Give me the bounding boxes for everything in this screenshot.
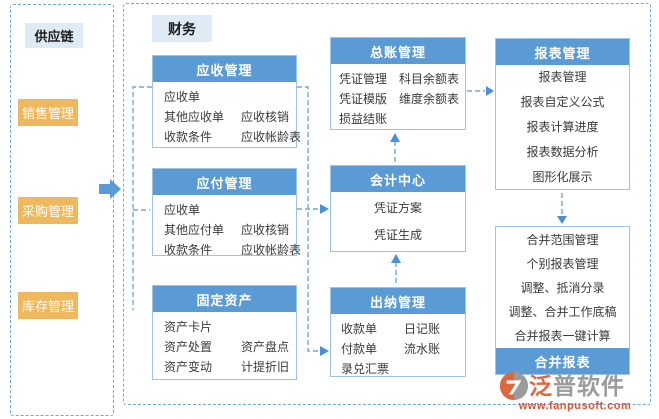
module-consolidated-reports: 合并范围管理 个别报表管理 调整、抵消分录 调整、合并工作底稿 合并报表一键计算… bbox=[495, 226, 630, 375]
module-title: 出纳管理 bbox=[331, 288, 465, 314]
module-item: 凭证方案 bbox=[373, 200, 422, 215]
module-item: 科目余额表 bbox=[399, 72, 460, 86]
module-body: 资产卡片 资产处置 资产盘点 资产变动 计提折旧 bbox=[153, 312, 296, 377]
module-receivables: 应收管理 应收单 其他应收单 应收核销 收款条件 应收帐龄表 bbox=[152, 55, 301, 148]
module-item: 维度余额表 bbox=[399, 92, 460, 106]
module-item bbox=[404, 359, 463, 379]
supply-chain-item-sales: 销售管理 bbox=[18, 99, 78, 126]
module-item: 流水账 bbox=[404, 342, 441, 356]
module-title: 报表管理 bbox=[496, 39, 629, 65]
module-title: 固定资产 bbox=[153, 286, 296, 312]
module-item: 应收单 bbox=[164, 90, 201, 104]
module-item: 应收核销 bbox=[241, 223, 290, 237]
module-item: 计提折旧 bbox=[241, 360, 290, 374]
fanpu-logo-text-first: 泛 bbox=[529, 373, 553, 399]
supply-chain-item-inventory: 库存管理 bbox=[18, 292, 78, 319]
module-title: 应付管理 bbox=[153, 169, 296, 195]
module-accounting-center: 会计中心 凭证方案 凭证生成 bbox=[330, 165, 466, 252]
module-general-ledger: 总账管理 凭证管理 科目余额表 凭证模版 维度余额表 损益结账 bbox=[330, 37, 466, 130]
module-body: 凭证方案 凭证生成 bbox=[331, 192, 465, 251]
module-item: 资产处置 bbox=[164, 340, 213, 354]
module-item bbox=[399, 109, 463, 129]
module-item: 调整、合并工作底稿 bbox=[508, 304, 617, 319]
module-body: 应收单 其他应付单 应收核销 收款条件 应收帐龄表 bbox=[153, 195, 301, 260]
module-item bbox=[241, 317, 294, 337]
fanpu-logo-text-rest: 普软件 bbox=[553, 373, 625, 399]
module-title: 总账管理 bbox=[331, 38, 465, 64]
module-item: 资产卡片 bbox=[164, 320, 213, 334]
fanpu-logo-icon bbox=[499, 371, 529, 401]
module-item: 收款单 bbox=[341, 322, 378, 336]
module-item: 其他应付单 bbox=[164, 223, 225, 237]
module-item: 应收单 bbox=[164, 203, 201, 217]
module-item: 日记账 bbox=[404, 322, 441, 336]
module-body: 凭证管理 科目余额表 凭证模版 维度余额表 损益结账 bbox=[331, 64, 465, 129]
module-body: 应收单 其他应收单 应收核销 收款条件 应收帐龄表 bbox=[153, 82, 301, 147]
module-item: 凭证模版 bbox=[339, 92, 388, 106]
fanpu-logo-text: 泛普软件 bbox=[529, 374, 625, 398]
module-item: 资产变动 bbox=[164, 360, 213, 374]
module-item: 其他应收单 bbox=[164, 110, 225, 124]
module-payables: 应付管理 应收单 其他应付单 应收核销 收款条件 应收帐龄表 bbox=[152, 168, 301, 257]
module-reports: 报表管理 报表管理 报表自定义公式 报表计算进度 报表数据分析 图形化展示 bbox=[495, 38, 630, 190]
module-item: 录兑汇票 bbox=[341, 362, 390, 376]
supply-chain-item-purchasing: 采购管理 bbox=[18, 197, 78, 224]
module-item: 凭证管理 bbox=[339, 72, 388, 86]
module-item: 个别报表管理 bbox=[526, 256, 599, 271]
module-item: 凭证生成 bbox=[373, 227, 422, 242]
module-item: 应收帐龄表 bbox=[241, 130, 302, 144]
module-item bbox=[241, 87, 301, 107]
module-item: 应收核销 bbox=[241, 110, 290, 124]
module-item: 收款条件 bbox=[164, 130, 213, 144]
module-item bbox=[241, 200, 301, 220]
module-body: 报表管理 报表自定义公式 报表计算进度 报表数据分析 图形化展示 bbox=[496, 65, 629, 189]
module-item: 应收帐龄表 bbox=[241, 243, 302, 257]
module-cashier: 出纳管理 收款单 日记账 付款单 流水账 录兑汇票 bbox=[330, 287, 466, 377]
module-body: 收款单 日记账 付款单 流水账 录兑汇票 bbox=[331, 314, 465, 379]
module-title: 会计中心 bbox=[331, 166, 465, 192]
supply-chain-title: 供应链 bbox=[25, 23, 83, 48]
module-item: 报表管理 bbox=[538, 69, 587, 84]
module-item: 调整、抵消分录 bbox=[520, 280, 605, 295]
module-item: 报表数据分析 bbox=[526, 144, 599, 159]
finance-panel-title: 财务 bbox=[152, 15, 212, 42]
module-item: 资产盘点 bbox=[241, 340, 290, 354]
module-item: 报表计算进度 bbox=[526, 119, 599, 134]
module-item: 合并范围管理 bbox=[526, 232, 599, 247]
module-title: 合并报表 bbox=[496, 348, 629, 374]
module-fixed-assets: 固定资产 资产卡片 资产处置 资产盘点 资产变动 计提折旧 bbox=[152, 285, 297, 380]
module-item: 报表自定义公式 bbox=[520, 94, 605, 109]
module-item: 损益结账 bbox=[339, 112, 388, 126]
module-item: 收款条件 bbox=[164, 243, 213, 257]
fanpu-logo-row: 泛普软件 bbox=[499, 371, 651, 401]
module-item: 合并报表一键计算 bbox=[514, 328, 611, 343]
fanpu-logo: 泛普软件 www.fanpusoft.com bbox=[499, 371, 651, 412]
module-item: 付款单 bbox=[341, 342, 378, 356]
module-item: 图形化展示 bbox=[532, 169, 593, 184]
fanpu-logo-url: www.fanpusoft.com bbox=[518, 400, 632, 412]
module-body: 合并范围管理 个别报表管理 调整、抵消分录 调整、合并工作底稿 合并报表一键计算 bbox=[496, 227, 629, 348]
module-title: 应收管理 bbox=[153, 56, 296, 82]
